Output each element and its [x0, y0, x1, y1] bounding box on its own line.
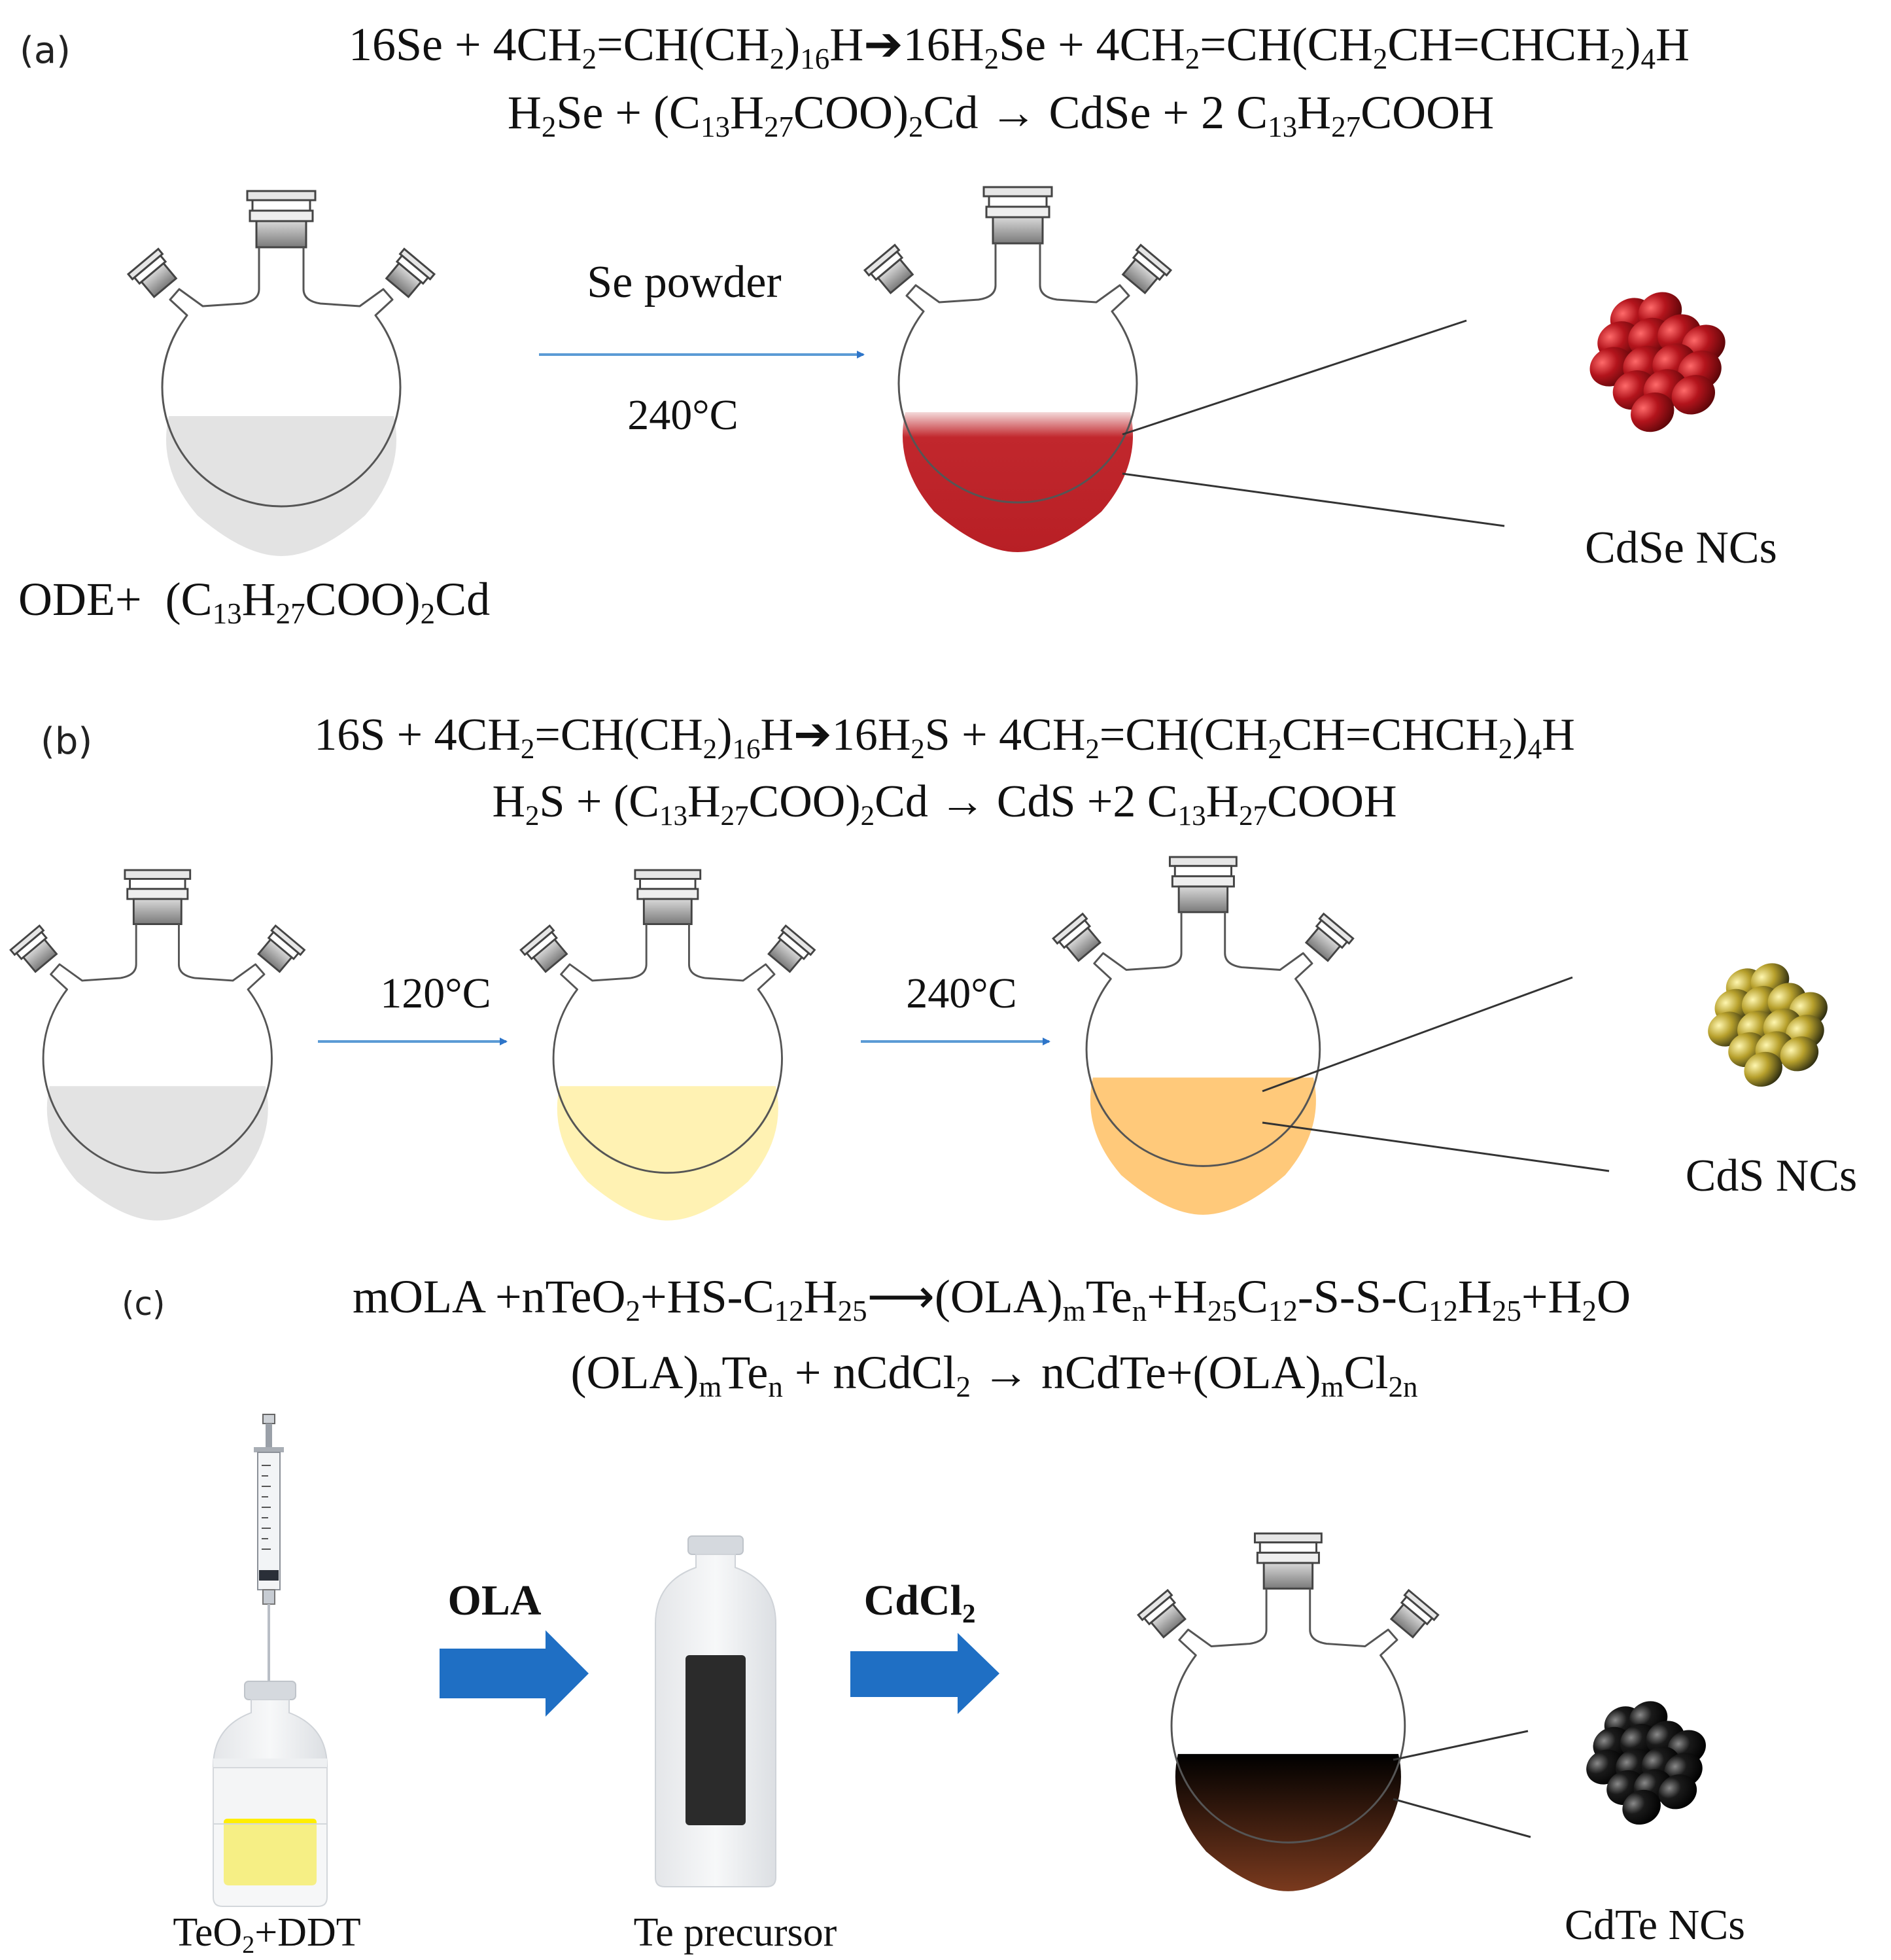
panel-a-equation-2: H2Se + (C13H27COO)2Cd → CdSe + 2 C13H27C… [508, 86, 1494, 143]
flask-b-2 [519, 869, 816, 1221]
flask-b-1 [9, 869, 305, 1221]
panel-c-label: (c) [122, 1285, 165, 1323]
pointer-c-1 [1393, 1730, 1529, 1761]
flask-a-start-liquid [165, 416, 397, 556]
bottle-2 [655, 1535, 776, 1887]
arrow-b-1-label: 120°C [380, 970, 491, 1017]
syringe-icon [254, 1414, 284, 1688]
flask-a-start [127, 190, 436, 556]
panel-b-equation-2: H2S + (C13H27COO)2Cd → CdS +2 C13H27COOH [492, 777, 1397, 831]
cdte-particle-14 [1622, 1789, 1661, 1825]
pointer-a-1 [1122, 319, 1467, 436]
cdte-particle-13 [1658, 1774, 1697, 1810]
bottle-1 [213, 1681, 328, 1907]
cdse-particle-14 [1631, 392, 1674, 432]
cdse-particle-13 [1671, 375, 1716, 415]
flask-c [1137, 1532, 1440, 1891]
flask-a-end-liquid [902, 412, 1134, 552]
panel-b-label: (b) [41, 720, 92, 763]
arrow-c-1-label: OLA [447, 1577, 541, 1624]
cds-particle-13 [1780, 1036, 1819, 1072]
cds-particle-cluster [1708, 963, 1828, 1087]
panel-c-equation-1: mOLA +nTeO2+HS-C12H25⟶(OLA)mTen+H25C12-S… [353, 1270, 1631, 1327]
flask-c-liquid [1175, 1754, 1401, 1891]
pointer-a-2 [1122, 472, 1505, 527]
arrow-a-top-label: Se powder [587, 257, 781, 307]
cdte-particle-cluster [1586, 1701, 1706, 1825]
bottle-1-label: TeO2+DDT [173, 1910, 360, 1959]
product-a-label: CdSe NCs [1585, 523, 1777, 573]
panel-a-equation-1: 16Se + 4CH2=CH(CH2)16H➔16H2Se + 4CH2=CH(… [349, 18, 1690, 75]
flask-b-3 [1052, 856, 1355, 1215]
arrow-b-2-label: 240°C [906, 970, 1016, 1017]
panel-c-equation-2: (OLA)mTen + nCdCl2 → nCdTe+(OLA)mCl2n [570, 1346, 1417, 1403]
cdse-particle-cluster [1589, 292, 1726, 432]
arrow-c-2-label: CdCl2 [864, 1577, 976, 1628]
arrow-a-bottom-label: 240°C [627, 391, 738, 439]
flask-a-end [863, 186, 1172, 552]
cds-particle-14 [1744, 1051, 1782, 1087]
pointer-b-1 [1262, 976, 1573, 1093]
flask-b-2-liquid [557, 1086, 778, 1221]
flask-b-3-liquid [1090, 1077, 1316, 1215]
product-c-label: CdTe NCs [1565, 1901, 1745, 1949]
bottle-2-liquid [685, 1655, 746, 1825]
reagents-a-label: ODE+ (C13H27COO)2Cd [18, 573, 490, 630]
arrow-c-1 [440, 1630, 589, 1717]
bottle-2-label: Te precursor [634, 1910, 837, 1955]
flask-b-1-liquid [46, 1086, 268, 1221]
pointer-b-2 [1262, 1121, 1610, 1172]
panel-a-label: (a) [20, 29, 71, 72]
panel-b-equation-1: 16S + 4CH2=CH(CH2)16H➔16H2S + 4CH2=CH(CH… [314, 710, 1575, 765]
product-b-label: CdS NCs [1686, 1151, 1858, 1201]
pointer-c-2 [1393, 1798, 1531, 1838]
arrow-c-2 [850, 1633, 999, 1714]
